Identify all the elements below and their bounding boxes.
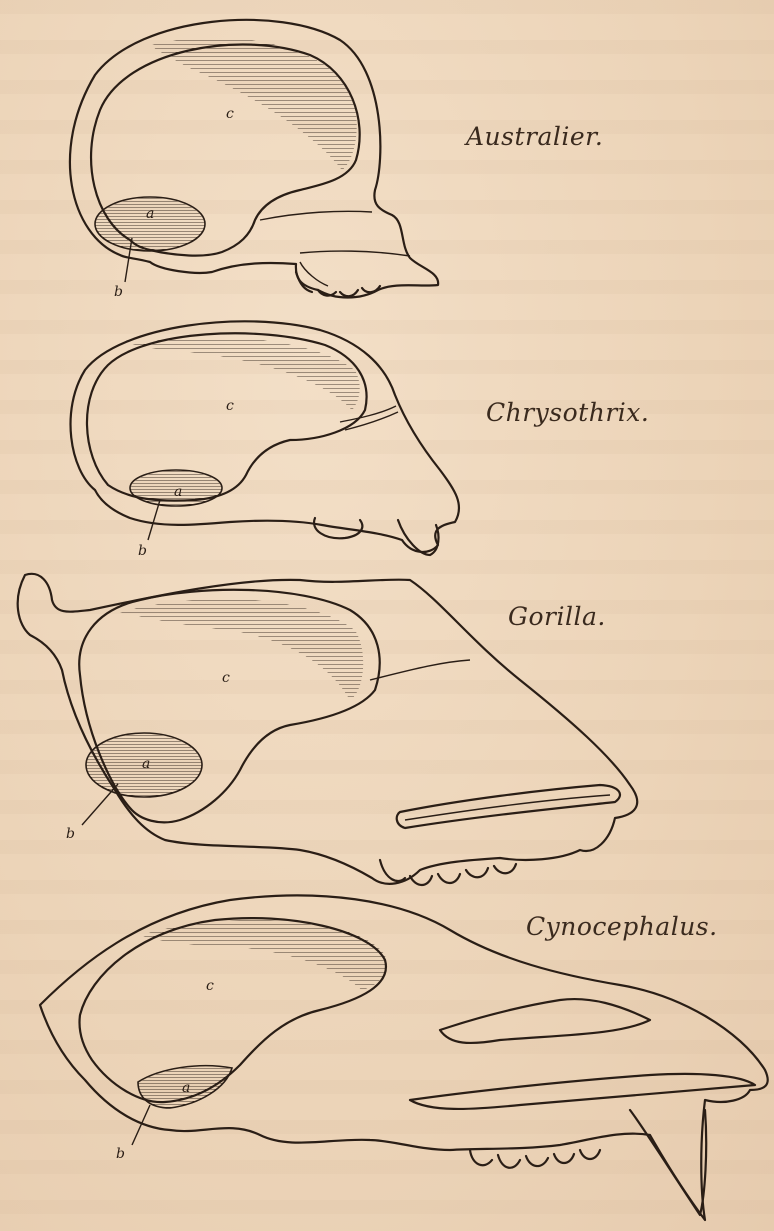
svg-text:c: c xyxy=(226,106,234,122)
svg-text:b: b xyxy=(66,826,75,842)
label-australier: Australier. xyxy=(466,122,603,151)
svg-text:b: b xyxy=(138,543,147,559)
svg-text:b: b xyxy=(114,284,123,300)
label-chrysothrix: Chrysothrix. xyxy=(486,398,649,427)
skull-australier: c a b xyxy=(70,20,438,300)
svg-text:c: c xyxy=(222,670,230,686)
svg-text:c: c xyxy=(206,978,214,994)
svg-text:a: a xyxy=(146,206,154,222)
skull-chrysothrix: c a b xyxy=(71,321,460,559)
label-gorilla: Gorilla. xyxy=(508,602,606,631)
skull-cynocephalus: c a b xyxy=(40,895,768,1220)
svg-text:a: a xyxy=(182,1080,190,1096)
svg-text:b: b xyxy=(116,1146,125,1162)
svg-text:a: a xyxy=(142,756,150,772)
svg-text:a: a xyxy=(174,484,182,500)
svg-text:c: c xyxy=(226,398,234,414)
label-cynocephalus: Cynocephalus. xyxy=(526,912,718,941)
